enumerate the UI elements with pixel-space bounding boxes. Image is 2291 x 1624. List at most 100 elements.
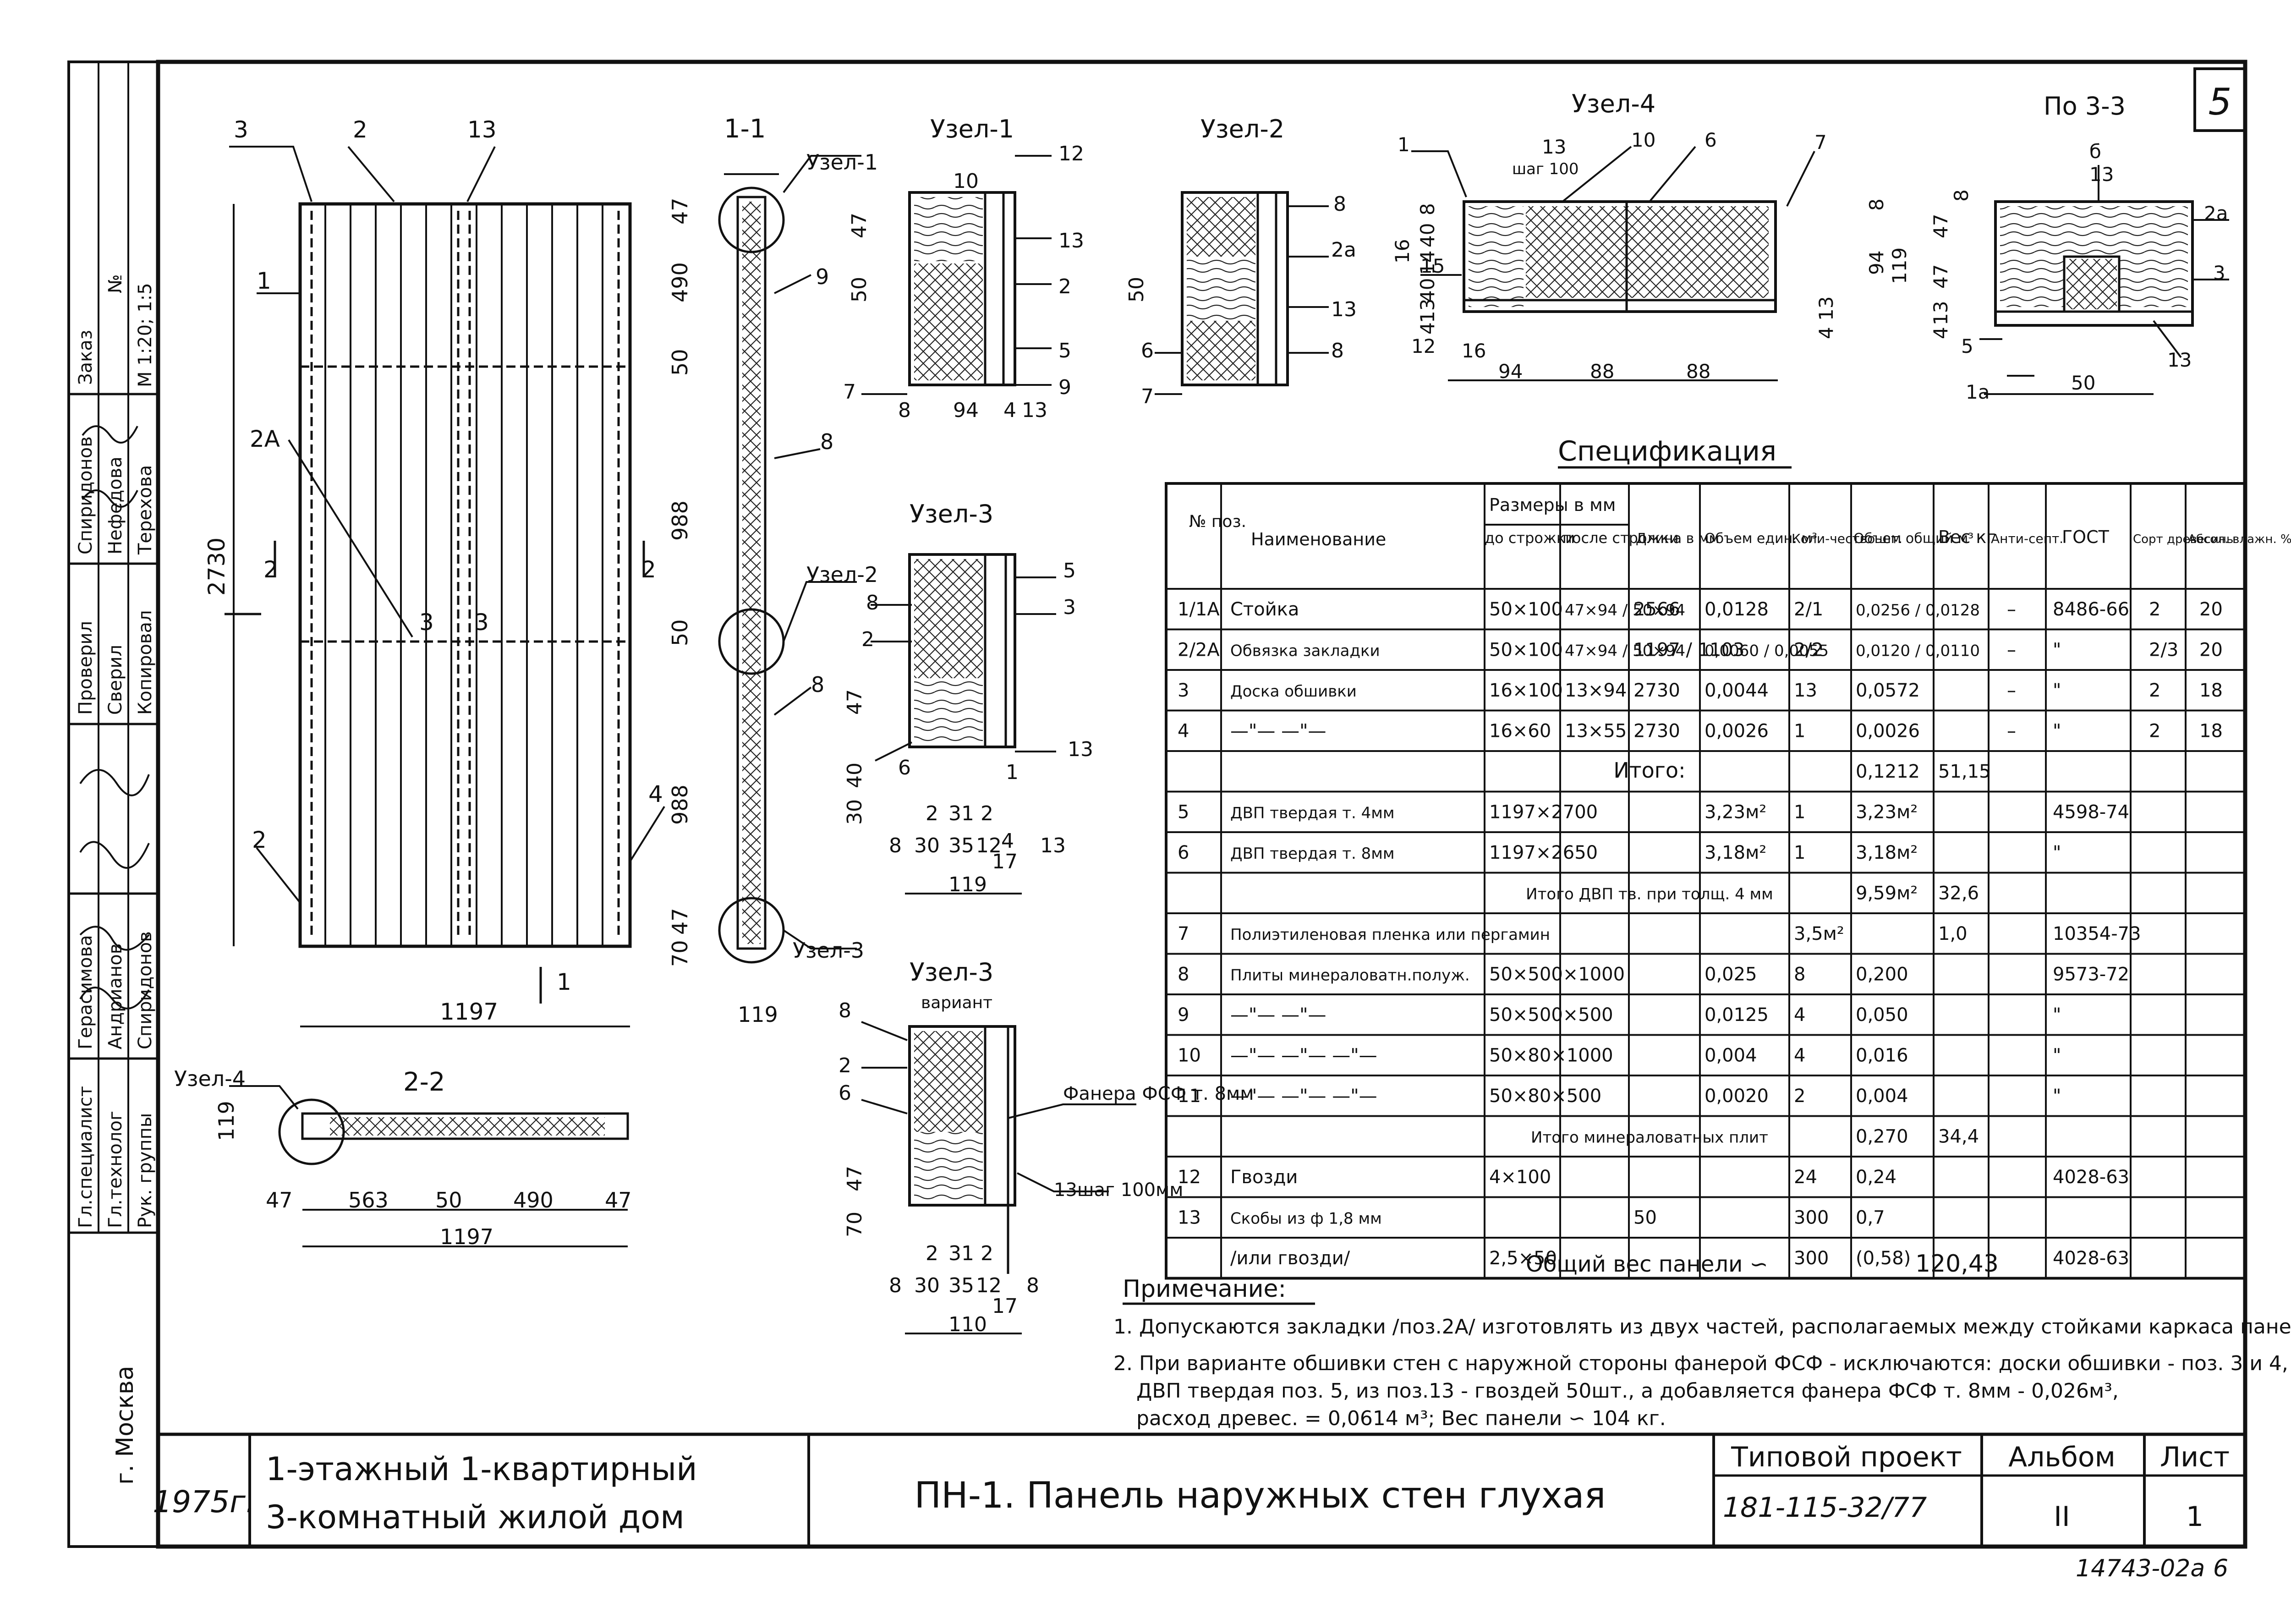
spec-cell-name: —"— —"— — [1230, 1004, 1326, 1026]
callout: 7 — [1141, 385, 1154, 408]
callout: 1а — [1966, 381, 1990, 403]
callout: 3 — [1063, 596, 1076, 619]
dim: 2 — [981, 1242, 993, 1265]
hdr-size-before: до строжки — [1485, 529, 1575, 547]
spec-cell-before: 1197×2700 — [1489, 802, 1598, 823]
dim: 47 — [605, 1188, 632, 1213]
section-title: 1-1 — [724, 114, 766, 144]
hdr-size-after: после строжки — [1562, 529, 1678, 547]
section-3-3 — [1979, 165, 2229, 395]
callout: 6 — [1141, 339, 1154, 362]
spec-cell-vt: 9,59м² — [1856, 883, 1918, 904]
dim: 40 — [1416, 278, 1439, 302]
node-3 — [871, 553, 1056, 894]
spec-cell-vu: 0,0125 — [1705, 1004, 1769, 1026]
spec-cell-vu: 3,18м² — [1705, 842, 1766, 863]
callout: 5 — [1063, 559, 1076, 582]
spec-cell-qty: 4 — [1794, 1004, 1805, 1026]
spec-cell-w: 32,6 — [1938, 883, 1979, 904]
staff-role: Рук. группы — [135, 1113, 156, 1228]
callout: 13 — [467, 116, 497, 143]
hdr-moist: Абсол. влажн. % — [2188, 532, 2291, 546]
callout: 1 — [1398, 133, 1410, 156]
spec-cell-vt: 0,270 — [1856, 1126, 1908, 1147]
dim: 988 — [668, 785, 692, 825]
spec-cell-qty: 24 — [1794, 1167, 1817, 1188]
hdr-weight: Вес кг — [1938, 527, 1995, 547]
callout: 8 — [839, 999, 851, 1022]
spec-cell-vt: 0,0256 / 0,0128 — [1856, 601, 1980, 620]
title-project-number: 181-115-32/77 — [1723, 1492, 1927, 1524]
node-label: Узел-4 — [174, 1066, 246, 1091]
dim: 40 — [1416, 223, 1439, 247]
callout: 2а — [1331, 238, 1356, 262]
spec-cell-before: 4×100 — [1489, 1167, 1551, 1188]
spec-cell-pos: 5 — [1178, 802, 1189, 823]
spec-cell-before: 50×500×1000 — [1489, 964, 1625, 985]
dim: 2 — [926, 1242, 938, 1265]
callout: 2А — [250, 426, 280, 452]
staple-note: 13шаг 100мм — [1054, 1180, 1183, 1201]
spec-cell-vt: 0,004 — [1856, 1086, 1908, 1107]
dim: 47 — [843, 1166, 866, 1191]
node-2-labels: Узел-2 50 8 2а 13 8 6 7 — [1125, 115, 1357, 408]
spec-cell-qty: 8 — [1794, 964, 1805, 985]
callout: 2 — [839, 1054, 851, 1077]
callout: 13 — [1331, 298, 1357, 321]
callout: 10 — [1631, 129, 1655, 151]
dim: 4 — [1001, 829, 1014, 853]
spec-cell-name: ДВП твердая т. 8мм — [1230, 845, 1395, 863]
callout: 8 — [1331, 339, 1344, 362]
section-1-1-labels: 1-1 Узел-1 Узел-2 Узел-3 9 8 8 47 490 50… — [668, 114, 878, 1027]
callout: 9 — [1058, 376, 1071, 399]
spec-cell-pos: 6 — [1178, 842, 1189, 863]
title-year: 1975г. — [153, 1484, 255, 1520]
title-album-value: II — [2054, 1501, 2070, 1533]
spec-cell-vu: 3,23м² — [1705, 802, 1766, 823]
dim: 13 — [1929, 301, 1952, 325]
sheet-number: 5 — [2209, 81, 2232, 123]
staff-role: Гл.специалист — [75, 1086, 96, 1228]
spec-cell-moist: 20 — [2199, 640, 2223, 661]
callout: 9 — [816, 264, 829, 289]
spec-cell-vt: 0,0026 — [1856, 721, 1920, 742]
hdr-pos: № поз. — [1189, 512, 1246, 531]
spec-cell-vu: 0,025 — [1705, 964, 1757, 985]
spec-cell-after: 47×94 / 50×94 — [1565, 601, 1685, 620]
dim: 4 — [1003, 399, 1016, 422]
dim: 70 — [843, 1212, 866, 1237]
dim: 13 — [1022, 399, 1047, 422]
stamp-number-label: № — [105, 274, 126, 293]
spec-cell-before: 50×80×1000 — [1489, 1045, 1613, 1066]
spec-cell-anti: – — [2007, 599, 2016, 620]
node-label: Узел-1 — [806, 150, 878, 175]
callout: 7 — [1814, 131, 1827, 154]
section-1-1 — [718, 155, 861, 964]
section-mark: 2 — [263, 556, 278, 583]
dim: 12 — [976, 834, 1002, 857]
dim: 8 — [898, 399, 911, 422]
staff-role: Гл.технолог — [105, 1111, 126, 1228]
dim: 12 — [1411, 335, 1436, 357]
spec-cell-gost: " — [2053, 1045, 2061, 1066]
dim: 47 — [848, 213, 871, 238]
spec-cell-after: 13×94 — [1565, 680, 1627, 701]
callout: 3 — [474, 609, 489, 636]
callout: 2 — [861, 628, 874, 651]
callout: 5 — [1961, 335, 1973, 357]
dim: 8 — [1950, 189, 1973, 202]
staff-name: Спиридонов — [135, 931, 156, 1049]
spec-cell-name: Стойка — [1230, 599, 1299, 620]
title-project-label: Типовой проект — [1731, 1441, 1962, 1473]
spec-cell-len: 2566 — [1633, 599, 1680, 620]
hdr-antisept: Анти-септ. — [1991, 531, 2063, 546]
section-title: По 3-3 — [2044, 92, 2126, 121]
title-block: 1975г. 1-этажный 1-квартирный 3-комнатны… — [153, 1441, 2230, 1536]
spec-grid — [1165, 482, 2247, 1280]
spec-cell-qty: 2/1 — [1794, 599, 1823, 620]
section-3-3-labels: По 3-3 8 47 47 13 4 50 б 13 2а 3 5 1а 13 — [1929, 92, 2228, 403]
stamp-scale-value: М 1:20; 1:5 — [135, 283, 156, 387]
dim: 47 — [1929, 214, 1952, 238]
spec-cell-after: 13×55 — [1565, 721, 1627, 742]
archive-number: 14743-02а — [2076, 1555, 2205, 1582]
